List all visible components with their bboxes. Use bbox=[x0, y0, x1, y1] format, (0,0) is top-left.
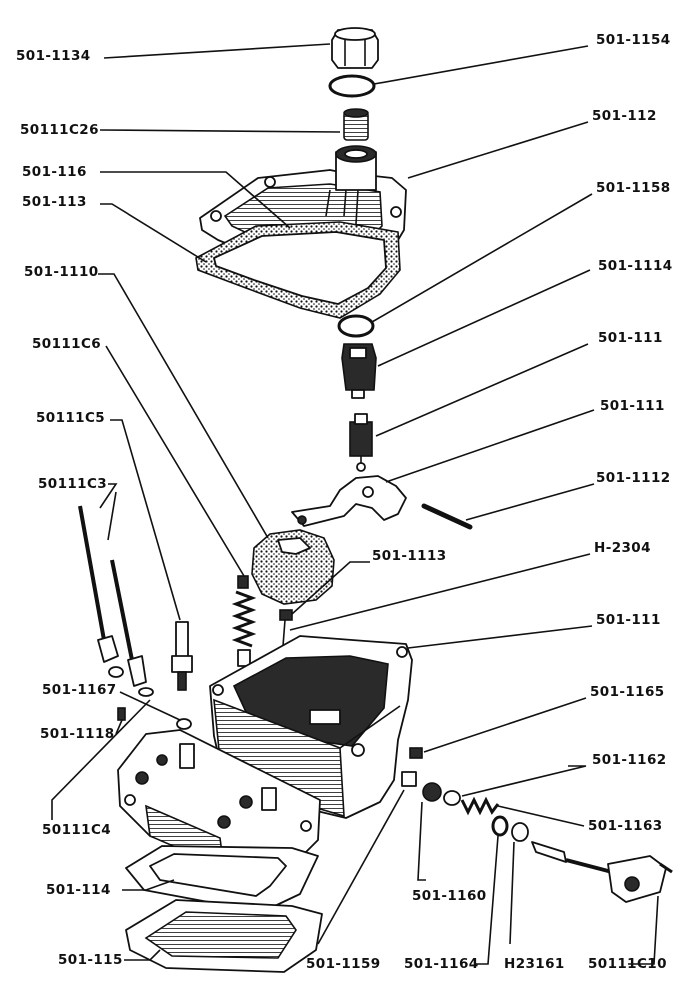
part-shaft-50111C10 bbox=[531, 841, 673, 903]
leader-501-111-lever bbox=[385, 409, 595, 483]
label-501-1165: 501-1165 bbox=[590, 684, 665, 700]
leader-501-1113 bbox=[291, 561, 370, 615]
leader-501-1114 bbox=[377, 269, 591, 367]
leader-50111C5 bbox=[110, 419, 181, 621]
leader-501-115 bbox=[124, 949, 161, 961]
leader-H-2304 bbox=[289, 553, 591, 631]
part-plug-501-1165 bbox=[409, 747, 423, 759]
label-501-1159: 501-1159 bbox=[306, 956, 381, 972]
label-501-1164: 501-1164 bbox=[404, 956, 479, 972]
leader-50111C3 bbox=[99, 483, 118, 509]
label-501-1154: 501-1154 bbox=[596, 32, 671, 48]
part-plug-501-1134 bbox=[331, 27, 379, 69]
label-H23161: H23161 bbox=[504, 956, 565, 972]
leader-lines bbox=[51, 43, 659, 965]
part-jet-assy-50111C6 bbox=[231, 575, 257, 667]
leader-501-1112 bbox=[465, 483, 595, 521]
leader-501-1110 bbox=[98, 273, 269, 539]
label-501-1114: 501-1114 bbox=[598, 258, 673, 274]
label-501-1162: 501-1162 bbox=[592, 752, 667, 768]
part-washer-501-1167 bbox=[176, 718, 192, 730]
leader-501-111-body bbox=[407, 625, 593, 649]
label-501-1110: 501-1110 bbox=[24, 264, 99, 280]
label-50111C5: 50111C5 bbox=[36, 410, 105, 426]
leader-50111C3-b bbox=[107, 491, 117, 541]
label-501-1160: 501-1160 bbox=[412, 888, 487, 904]
label-501-113: 501-113 bbox=[22, 194, 87, 210]
label-501-111-lever: 501-111 bbox=[600, 398, 665, 414]
part-sleeve-501-1159 bbox=[401, 771, 417, 787]
leader-501-113 bbox=[100, 203, 207, 263]
leader-H23161 bbox=[509, 841, 515, 945]
leader-501-1165 bbox=[423, 697, 587, 753]
label-501-1167: 501-1167 bbox=[42, 682, 117, 698]
part-oring-501-1158 bbox=[337, 314, 375, 338]
leader-501-1162 bbox=[461, 765, 587, 797]
leader-50111C10 bbox=[628, 895, 659, 965]
part-jet-501-1113 bbox=[279, 609, 293, 647]
part-washer-501-1162 bbox=[443, 790, 461, 806]
part-needle-seat-501-1114 bbox=[341, 343, 377, 399]
part-pin-501-1112 bbox=[421, 503, 473, 530]
part-spring-501-1163 bbox=[460, 796, 500, 816]
leader-50111C6 bbox=[105, 345, 245, 577]
leader-501-1163 bbox=[497, 805, 585, 827]
leader-501-1115 bbox=[375, 343, 589, 437]
part-labels: 501-1134 501-1154 50111C26 501-112 501-1… bbox=[16, 32, 673, 972]
part-washer-501-1164 bbox=[491, 815, 509, 837]
part-float-lever-501-111 bbox=[291, 475, 407, 527]
leader-501-1134 bbox=[103, 43, 331, 59]
part-gasket-501-113 bbox=[195, 221, 401, 319]
part-needle-501-1115 bbox=[349, 413, 373, 472]
leader-50111C4 bbox=[51, 699, 151, 820]
leader-501-116 bbox=[100, 171, 291, 229]
leader-501-1167 bbox=[119, 691, 181, 721]
leader-501-1154 bbox=[373, 45, 589, 85]
label-501-1158: 501-1158 bbox=[596, 180, 671, 196]
part-washer-H23161 bbox=[511, 822, 529, 842]
label-501-115: 501-115 bbox=[58, 952, 123, 968]
parts bbox=[78, 27, 673, 973]
part-jet-50111C5 bbox=[171, 621, 193, 691]
label-501-112: 501-112 bbox=[592, 108, 657, 124]
leader-501-1160 bbox=[417, 801, 426, 881]
leader-501-114 bbox=[122, 879, 175, 891]
label-50111C10: 50111C10 bbox=[588, 956, 667, 972]
leader-501-112 bbox=[407, 121, 589, 179]
label-501-1115: 501-111 bbox=[598, 330, 663, 346]
label-501-1118: 501-1118 bbox=[40, 726, 115, 742]
part-filter-50111C26 bbox=[343, 108, 369, 141]
label-501-1134: 501-1134 bbox=[16, 48, 91, 64]
label-50111C26: 50111C26 bbox=[20, 122, 99, 138]
part-screw-501-1118 bbox=[117, 707, 126, 721]
label-501-114: 501-114 bbox=[46, 882, 111, 898]
label-50111C3: 50111C3 bbox=[38, 476, 107, 492]
part-gasket-501-114 bbox=[125, 845, 319, 913]
leader-501-1158 bbox=[371, 193, 593, 323]
label-501-1113: 501-1113 bbox=[372, 548, 447, 564]
leader-501-1159 bbox=[317, 789, 405, 945]
label-501-1163: 501-1163 bbox=[588, 818, 663, 834]
label-50111C6: 50111C6 bbox=[32, 336, 101, 352]
part-washer-501-1160 bbox=[422, 782, 442, 802]
label-501-116: 501-116 bbox=[22, 164, 87, 180]
label-501-1112: 501-1112 bbox=[596, 470, 671, 486]
label-H-2304: H-2304 bbox=[594, 540, 651, 556]
part-washer-501-1154 bbox=[328, 74, 376, 98]
part-screen-501-115 bbox=[125, 899, 323, 973]
part-rods-50111C3 bbox=[78, 505, 154, 697]
label-50111C4: 50111C4 bbox=[42, 822, 111, 838]
leader-501-1118 bbox=[115, 719, 123, 735]
leader-501-1164 bbox=[476, 835, 499, 965]
leader-50111C26 bbox=[99, 129, 341, 133]
part-float-501-1110 bbox=[251, 529, 335, 605]
label-501-111-body: 501-111 bbox=[596, 612, 661, 628]
